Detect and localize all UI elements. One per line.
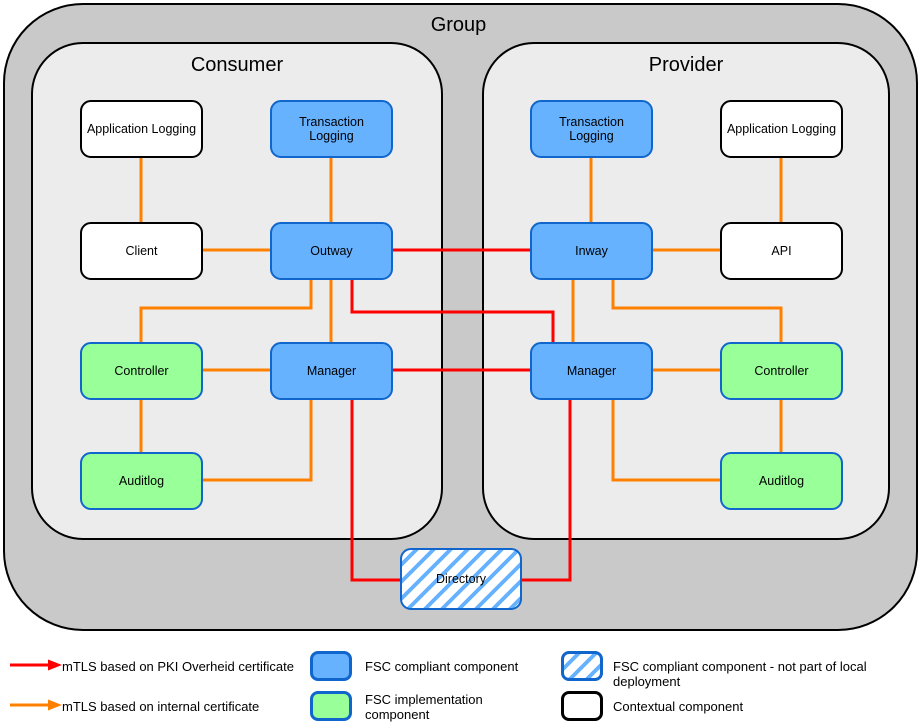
node-consumer-auditlog: Auditlog bbox=[80, 452, 203, 510]
node-provider-application-logging: Application Logging bbox=[720, 100, 843, 158]
node-inway: Inway bbox=[530, 222, 653, 280]
node-provider-transaction-logging: Transaction Logging bbox=[530, 100, 653, 158]
edge-provider-manager-directory bbox=[522, 400, 572, 582]
node-directory: Directory bbox=[400, 548, 522, 610]
edge-manager-auditlog-consumer bbox=[203, 400, 313, 482]
legend-orange-arrow-label: mTLS based on internal certificate bbox=[62, 699, 260, 714]
orange-arrow-icon bbox=[10, 699, 62, 711]
node-consumer-transaction-logging: Transaction Logging bbox=[270, 100, 393, 158]
node-consumer-application-logging: Application Logging bbox=[80, 100, 203, 158]
consumer-title: Consumer bbox=[190, 54, 284, 76]
red-arrow-icon bbox=[10, 659, 62, 671]
legend-contextual-label: Contextual component bbox=[613, 699, 744, 714]
legend-fsc-implementation-label: FSC implementation component bbox=[365, 692, 483, 722]
node-provider-manager: Manager bbox=[530, 342, 653, 400]
edge-consumer-manager-directory bbox=[350, 400, 400, 582]
edge-outway-controller bbox=[139, 280, 313, 342]
node-api: API bbox=[720, 222, 843, 280]
fsc-implementation-swatch bbox=[310, 691, 352, 721]
fsc-compliant-remote-swatch bbox=[561, 651, 603, 681]
edge-inway-controller bbox=[611, 280, 783, 342]
node-provider-controller: Controller bbox=[720, 342, 843, 400]
edge-manager-auditlog-provider bbox=[611, 400, 720, 482]
node-consumer-manager: Manager bbox=[270, 342, 393, 400]
fsc-compliant-swatch bbox=[310, 651, 352, 681]
contextual-swatch bbox=[561, 691, 603, 721]
node-provider-auditlog: Auditlog bbox=[720, 452, 843, 510]
node-outway: Outway bbox=[270, 222, 393, 280]
edge-outway-provider-manager bbox=[350, 280, 555, 342]
group-title: Group bbox=[430, 14, 487, 36]
provider-title: Provider bbox=[648, 54, 724, 76]
node-consumer-controller: Controller bbox=[80, 342, 203, 400]
legend-fsc-compliant-label: FSC compliant component bbox=[365, 659, 519, 674]
node-client: Client bbox=[80, 222, 203, 280]
legend-red-arrow-label: mTLS based on PKI Overheid certificate bbox=[62, 659, 294, 674]
legend-fsc-compliant-remote-label: FSC compliant component - not part of lo… bbox=[613, 659, 867, 689]
